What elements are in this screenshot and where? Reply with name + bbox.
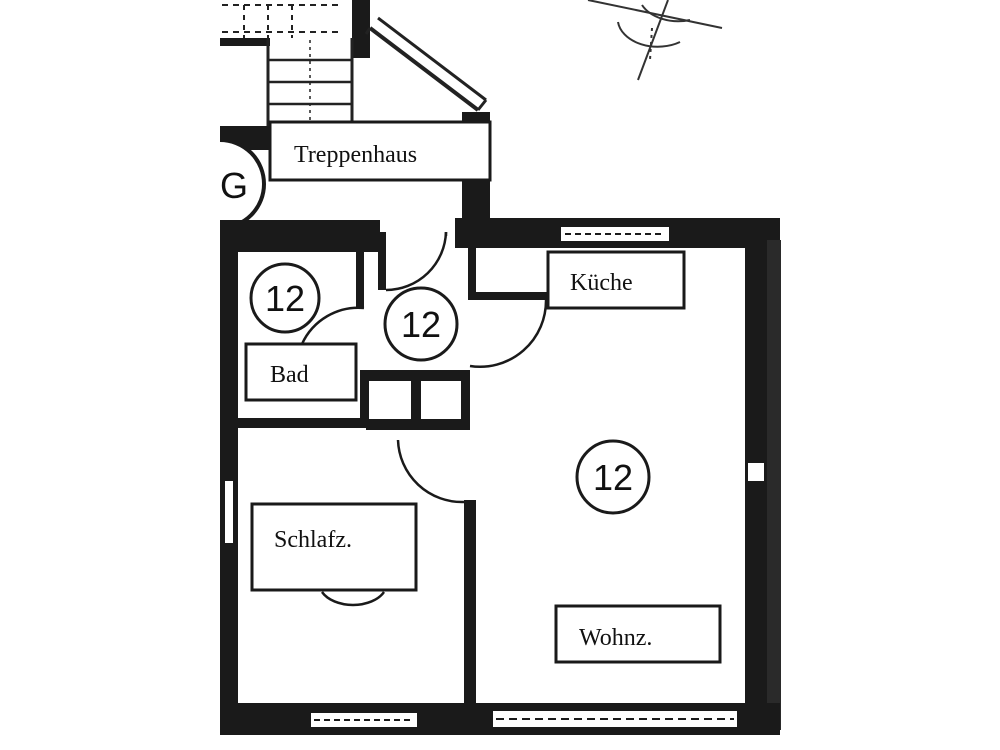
bad-marker-text: 12	[265, 278, 305, 319]
kueche-label: Küche	[546, 250, 686, 310]
wohnzimmer-label: Wohnz.	[554, 604, 722, 664]
bad-marker: 12	[249, 262, 321, 334]
compass-rose	[587, 0, 723, 81]
wohnzimmer-marker-text: 12	[593, 457, 633, 498]
stair-sketch	[220, 0, 488, 128]
stairwell-marker: G	[219, 138, 267, 230]
interior-walls	[234, 232, 550, 705]
wall-windows	[223, 225, 766, 729]
treppenhaus-label-text: Treppenhaus	[294, 142, 417, 168]
treppenhaus-label: Treppenhaus	[268, 120, 492, 182]
door-swings	[300, 231, 548, 607]
stairwell-marker-text: G	[220, 165, 248, 206]
wohnzimmer-marker: 12	[575, 439, 651, 515]
flur-marker: 12	[383, 286, 459, 362]
schlafzimmer-label: Schlafz.	[250, 502, 418, 592]
bad-label-text: Bad	[270, 362, 309, 388]
kueche-label-text: Küche	[570, 270, 633, 296]
flur-marker-text: 12	[401, 304, 441, 345]
schlafzimmer-label-text: Schlafz.	[274, 527, 352, 553]
wohnzimmer-label-text: Wohnz.	[579, 625, 652, 651]
bad-label: Bad	[244, 342, 358, 402]
service-shafts	[366, 379, 470, 430]
